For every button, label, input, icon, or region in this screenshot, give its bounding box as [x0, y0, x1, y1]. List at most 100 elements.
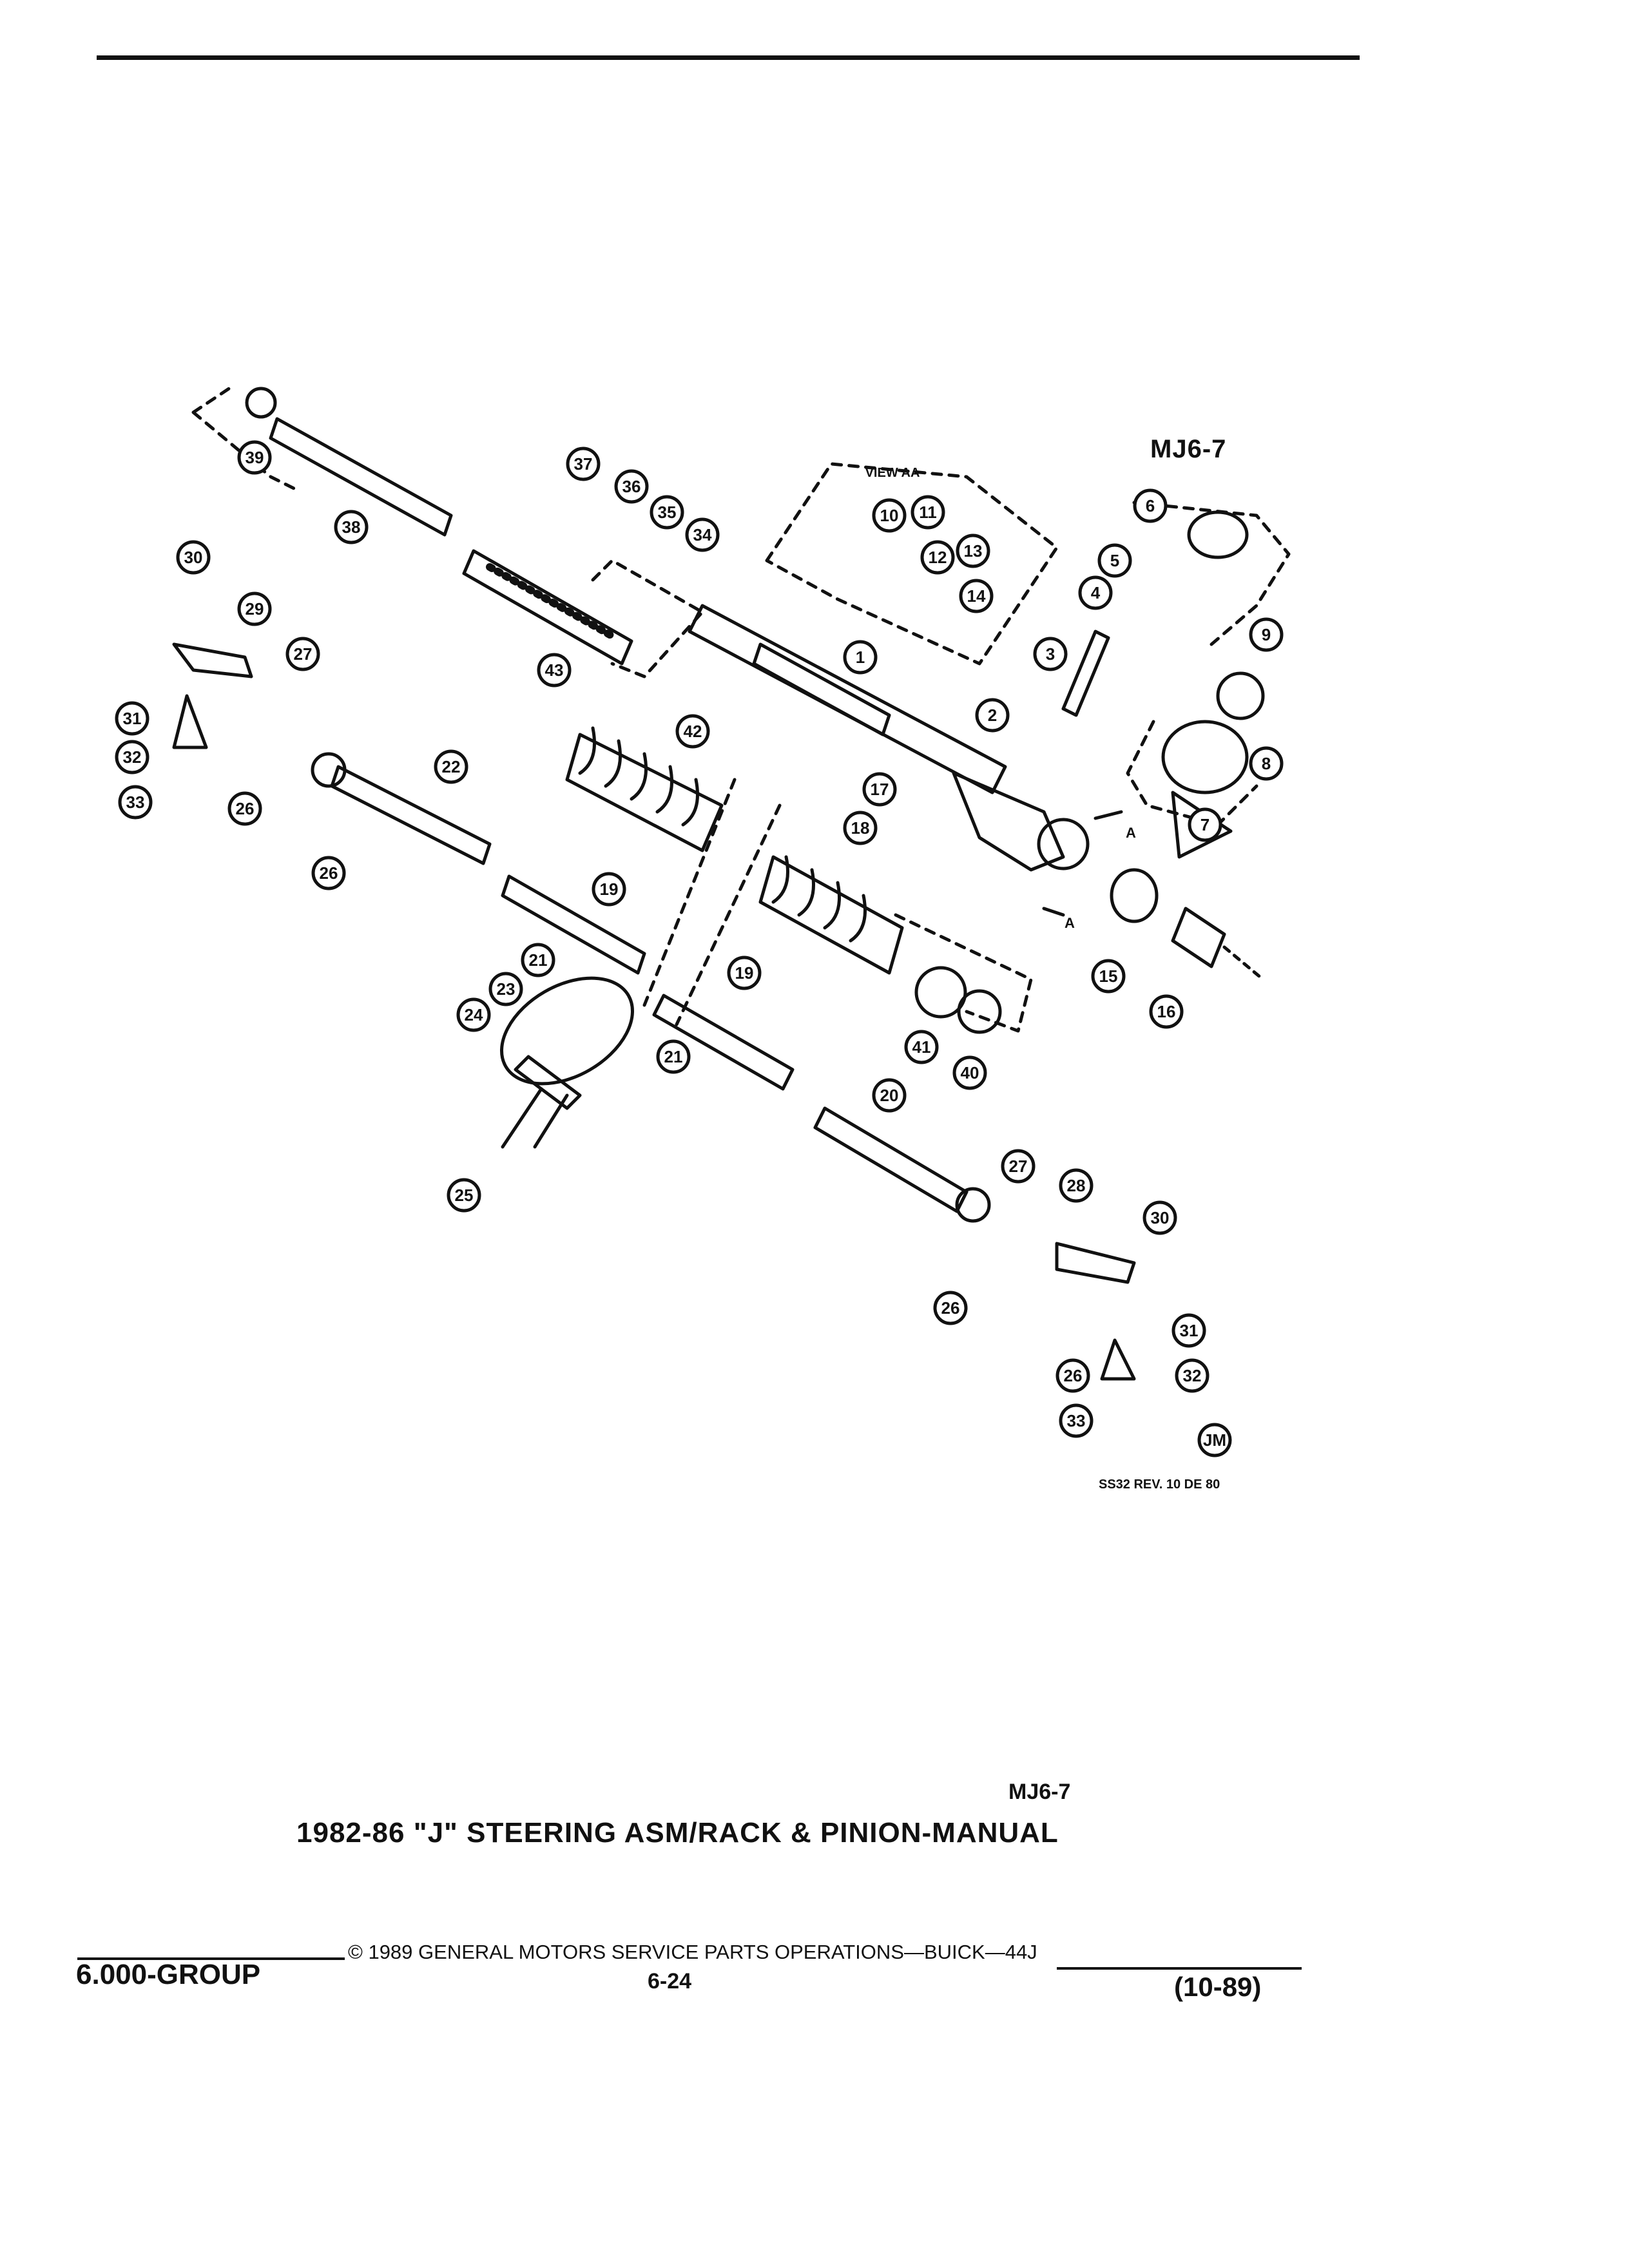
callout-label: 3 [1046, 644, 1055, 664]
callout-16 [1149, 994, 1184, 1029]
callout-34 [685, 517, 720, 552]
section-arrows [1042, 810, 1123, 917]
callout-label: 31 [1180, 1321, 1199, 1340]
callout-label: 16 [1157, 1002, 1176, 1021]
callout-22 [434, 749, 468, 784]
footer-rule-left [77, 1957, 345, 1960]
callout-30a [176, 540, 211, 575]
callout-24 [456, 997, 491, 1032]
figure-id-caption: MJ6-7 [1008, 1780, 1071, 1804]
callout-label: 4 [1091, 583, 1101, 602]
tie-rod-end-part [172, 642, 1136, 1381]
callout-label: 38 [342, 517, 361, 537]
callout-label: 13 [964, 541, 983, 561]
callout-1 [843, 640, 878, 675]
view-aa-label: VIEW AA [865, 466, 920, 480]
callout-label: 35 [658, 503, 677, 522]
tie-rod-part [311, 752, 991, 1223]
callout-label: 10 [880, 506, 899, 525]
callout-20 [872, 1078, 907, 1113]
callout-30b [1142, 1200, 1177, 1235]
callout-label: 6 [1146, 496, 1155, 515]
callout-label: 31 [123, 709, 142, 728]
footer-rule-right [1057, 1967, 1302, 1970]
callout-19b [727, 956, 762, 990]
page-title: 1982-86 "J" STEERING ASM/RACK & PINION-M… [296, 1817, 1059, 1849]
callout-label: 9 [1262, 625, 1271, 644]
callout-label: 34 [693, 525, 712, 544]
callout-label: 7 [1200, 815, 1210, 834]
view-aa-detail [191, 385, 1291, 1033]
callout-23 [488, 972, 523, 1006]
callout-label: 30 [184, 548, 203, 567]
callout-8 [1249, 746, 1284, 781]
logo-mark [1197, 1423, 1232, 1457]
callout-43 [537, 653, 572, 687]
figure-id-top: MJ6-7 [1150, 435, 1227, 463]
callout-label: 27 [294, 644, 313, 664]
logo-text: JM [1203, 1430, 1226, 1450]
callout-label: 39 [246, 448, 264, 467]
callout-label: 41 [912, 1037, 931, 1057]
callout-label: 2 [988, 706, 997, 725]
callout-label: 19 [735, 963, 754, 983]
footer-copyright: © 1989 GENERAL MOTORS SERVICE PARTS OPER… [348, 1941, 1037, 1963]
callout-label: 33 [1067, 1411, 1086, 1430]
callout-37 [566, 447, 601, 481]
callout-label: 28 [1067, 1176, 1086, 1195]
footer-section: 6.000-GROUP [76, 1959, 261, 1990]
callout-41 [904, 1030, 939, 1064]
mounting-plate-part [500, 976, 634, 1149]
callout-label: 40 [961, 1063, 979, 1082]
callout-26c [933, 1291, 968, 1325]
callout-label: 5 [1110, 551, 1119, 570]
callout-21b [656, 1039, 691, 1074]
callout-36 [614, 469, 649, 504]
callout-42 [675, 714, 710, 749]
callout-label: 27 [1009, 1157, 1028, 1176]
callout-25 [447, 1178, 481, 1213]
callout-label: 25 [455, 1186, 474, 1205]
callout-9 [1249, 617, 1284, 652]
callout-label: 26 [1064, 1366, 1083, 1385]
callout-17 [862, 772, 897, 807]
callout-label: 11 [919, 503, 937, 522]
callout-label: 36 [622, 477, 641, 496]
revision-note: SS32 REV. 10 DE 80 [1099, 1477, 1220, 1492]
callout-26b [311, 856, 346, 890]
callout-19a [592, 872, 626, 907]
callout-5 [1097, 543, 1132, 578]
section-mark: A [1065, 915, 1075, 931]
callout-label: 32 [1183, 1366, 1202, 1385]
adjuster-plug-part [1110, 868, 1265, 981]
callout-label: 43 [545, 660, 564, 680]
callout-label: 24 [465, 1005, 483, 1024]
callout-15 [1091, 959, 1126, 994]
callout-label: 29 [246, 599, 264, 619]
callout-10 [872, 498, 907, 533]
callout-7 [1188, 807, 1222, 842]
footer-date: (10-89) [1174, 1972, 1262, 2002]
callout-label: 26 [320, 863, 338, 883]
callout-31a [115, 701, 149, 736]
callout-33a [118, 785, 153, 820]
footer-page-number: 6-24 [648, 1969, 692, 1994]
callout-14 [959, 579, 994, 613]
callout-label: 26 [236, 799, 255, 818]
callout-label: 26 [941, 1298, 960, 1318]
callout-label: 23 [497, 979, 516, 999]
callout-2 [975, 698, 1010, 733]
callout-label: 20 [880, 1086, 899, 1105]
callout-12 [920, 540, 955, 575]
callout-3 [1033, 637, 1068, 671]
callout-26d [1055, 1358, 1090, 1393]
callout-21a [521, 943, 555, 977]
callout-31b [1171, 1313, 1206, 1348]
callout-label: 15 [1099, 966, 1118, 986]
callout-40 [952, 1055, 987, 1090]
section-mark: A [1126, 825, 1136, 841]
callout-label: 14 [967, 586, 986, 606]
callout-35 [650, 495, 684, 530]
callout-39 [237, 440, 272, 475]
